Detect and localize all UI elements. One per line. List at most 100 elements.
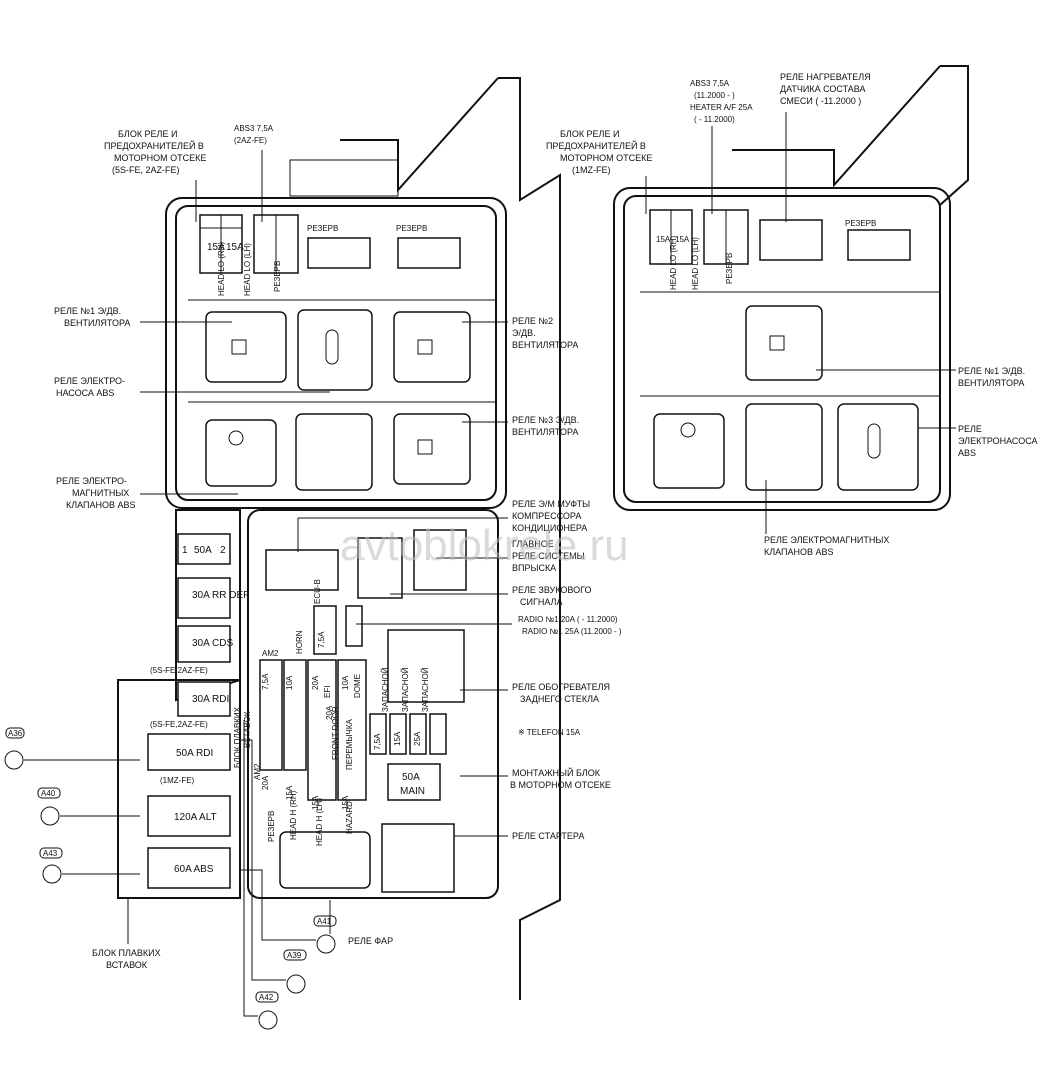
right-abs3-3: HEATER A/F 25A [690,103,753,112]
fuse-am2-name: AM2 [262,649,279,658]
right-fan1-1: РЕЛЕ №1 Э/ДВ. [958,366,1025,376]
fan3-label-2: ВЕНТИЛЯТОРА [512,427,578,437]
fuse-ecub-amp: 7,5A [317,631,326,648]
abs-pump-label-1: РЕЛЕ ЭЛЕКТРО- [54,376,125,386]
starter-label: РЕЛЕ СТАРТЕРА [512,831,584,841]
right-abs-pump-relay [837,403,919,491]
right-heater-relay [759,219,823,261]
left-abs3-1: ABS3 7,5A [234,124,274,133]
side-fusible-1: БЛОК ПЛАВКИХ [233,706,242,768]
fuse-ecub-name: ECU-B [313,579,322,604]
label-reserve-1: РЕЗЕРВ [307,224,338,233]
fusible-link-label-2: ВСТАВОК [106,960,148,970]
label-reserve-2: РЕЗЕРВ [396,224,427,233]
fuse-dome-amp: 10A [341,675,350,690]
right-outline [613,187,951,511]
right-fuse-lo-lh-amp: 15A [675,235,690,244]
fan2-label-1: РЕЛЕ №2 [512,316,553,326]
abs-valve-label-3: КЛАПАНОВ ABS [66,500,136,510]
fuse-spare-1-name: ЗАПАСНОЙ [381,667,390,712]
right-abs-valve-1: РЕЛЕ ЭЛЕКТРОМАГНИТНЫХ [764,535,889,545]
fuse-hazard-amp: 15A [341,795,350,810]
right-title-3: МОТОРНОМ ОТСЕКЕ [560,153,652,163]
label-head-lo-rh: HEAD LO (RH) [217,241,226,296]
big-fuse-2-value: 30A RR DEF [192,590,249,601]
right-label-head-lo-lh: HEAD LO (LH) [691,237,700,290]
defog-label-1: РЕЛЕ ОБОГРЕВАТЕЛЯ [512,682,610,692]
abs-pump-label-2: НАСОСА ABS [56,388,114,398]
side-jumper: ПЕРЕМЫЧКА [345,719,354,770]
defog-label-2: ЗАДНЕГО СТЕКЛА [520,694,599,704]
connector-a43: A43 [43,849,58,858]
head-lo-fuses: 15A 15A [199,214,299,274]
right-abs3-4: ( - 11.2000) [694,115,735,124]
fuse-spare-3-amp: 25A [413,731,422,746]
fan2-label-2: Э/ДВ. [512,328,536,338]
fuse-head-hi-lh-name: HEAD H (LH) [315,798,324,846]
engine-tag-5s-2: (5S-FE,2AZ-FE) [150,720,208,729]
efi-main-label-1: ГЛАВНОЕ [512,539,554,549]
right-abs3-1: ABS3 7,5A [690,79,730,88]
telefon-label: ※ TELEFON 15A [518,728,581,737]
connector-a36: A36 [8,729,23,738]
fuse-horn-amp: 10A [285,675,294,690]
radio-label-1: RADIO №1 20A ( - 11.2000) [518,615,618,624]
fuse-front-door-amp: 20A [325,705,334,720]
right-heater-3: СМЕСИ ( -11.2000 ) [780,96,861,106]
ac-clutch-label-1: РЕЛЕ Э/М МУФТЫ [512,499,590,509]
fuse-head-lo-lh-amp: 15A [226,242,244,253]
right-top-tab [732,65,941,188]
fuse-dome-name: DOME [353,674,362,698]
right-title-4: (1MZ-FE) [572,165,611,175]
right-heater-2: ДАТЧИКА СОСТАВА [780,84,866,94]
big-fuse-6-value: 120A ALT [174,812,217,823]
fuse-efi-amp: 20A [311,675,320,690]
main-fuse [387,763,441,801]
ac-clutch-label-3: КОНДИЦИОНЕРА [512,523,587,533]
right-abs-valve-relay-2 [745,403,823,491]
abs-valve-relay-2 [295,413,373,491]
fuse-hazard-name: HAZARD [345,801,354,834]
left-fuse-box: 15A 15A HEAD LO (RH) HEAD LO (LH) РЕЗЕРВ… [4,77,622,1030]
fuse-spare-2-name: ЗАПАСНОЙ [401,667,410,712]
left-abs3-2: (2AZ-FE) [234,136,267,145]
right-fuse-box: 15A 15A HEAD LO (RH) HEAD LO (LH) РЕЗЕРВ… [546,65,1038,557]
main-fuse-amp: 50A [402,772,420,783]
big-fuses: 1 50A 2 30A RR DEF 30A CDS 30A RDI 50A R… [147,533,249,889]
side-fusible-2: ВСТАВОК [243,711,252,748]
fuse-horn-name: HORN [295,630,304,654]
right-abs-valve-2: КЛАПАНОВ ABS [764,547,834,557]
big-fuse-7-value: 60A ABS [174,864,214,875]
connector-a40: A40 [41,789,56,798]
fuse-head-lo-rh-amp: 15A [207,242,225,253]
horn-label-2: СИГНАЛА [520,597,562,607]
efi-main-label-3: ВПРЫСКА [512,563,556,573]
engine-tag-1mz: (1MZ-FE) [160,776,195,785]
horn-relay [357,537,403,599]
mount-block-label-1: МОНТАЖНЫЙ БЛОК [512,767,601,778]
right-reserve-relay [847,229,911,261]
defog-relay [387,629,465,703]
right-leader-lines [645,112,956,534]
abs-pump-relay [297,309,373,391]
right-abs3-2: (11.2000 - ) [694,91,735,100]
connectors: A36 A40 A43 A41 A39 A42 [4,720,337,1030]
right-abs-pump-3: ABS [958,448,976,458]
right-label-head-lo-rh: HEAD LO (RH) [669,235,678,290]
big-fuse-4-value: 30A RDI [192,694,229,705]
fusible-link-label-1: БЛОК ПЛАВКИХ [92,948,161,958]
ac-clutch-relay [265,549,339,591]
horn-label-1: РЕЛЕ ЗВУКОВОГО [512,585,592,595]
right-abs-valve-relay [653,413,725,489]
connector-a42: A42 [259,993,274,1002]
mount-block-label-2: В МОТОРНОМ ОТСЕКЕ [510,780,611,790]
big-fuse-1-pin-l: 1 [182,545,188,556]
fan3-label-1: РЕЛЕ №3 Э/ДВ. [512,415,579,425]
reserve-relay-1 [307,237,371,269]
radio-label-2: RADIO №1 25A (11.2000 - ) [522,627,622,636]
left-title-3: МОТОРНОМ ОТСЕКЕ [114,153,206,163]
abs-valve-label-2: МАГНИТНЫХ [72,488,129,498]
left-bracket [498,77,561,1000]
starter-relay [381,823,455,893]
